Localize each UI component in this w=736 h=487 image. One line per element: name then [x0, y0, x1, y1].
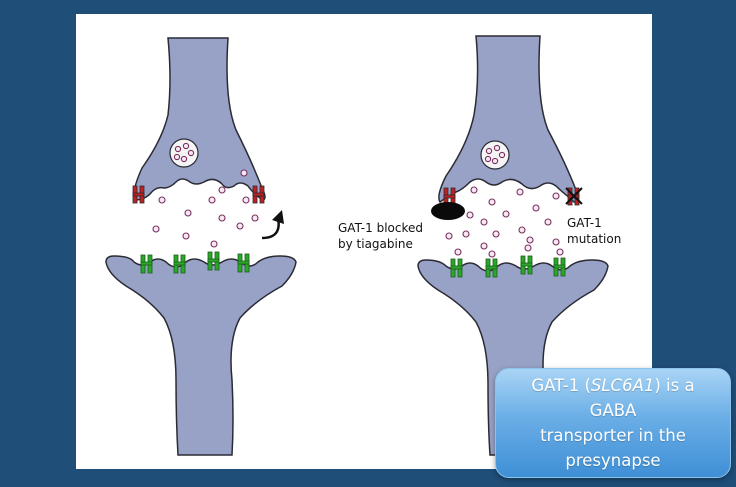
callout-text-part2: ) is a GABA	[589, 376, 695, 420]
mutation-cross-icon	[565, 187, 583, 205]
right-bound-gaba	[454, 244, 564, 258]
tiagabine-label-line2: by tiagabine	[338, 237, 413, 251]
mutation-label-line2: mutation	[567, 232, 621, 246]
right-postsynaptic-neuron	[417, 259, 609, 456]
left-postsynaptic-neuron	[105, 255, 297, 456]
callout-text: GAT-1 (SLC6A1) is a GABA transporter in …	[508, 373, 718, 473]
right-gaba-molecules	[445, 186, 560, 250]
tiagabine-blocker	[431, 202, 465, 220]
left-bound-gaba	[210, 240, 218, 248]
gene-name: SLC6A1	[590, 376, 655, 395]
right-transporter-blocked	[443, 187, 456, 206]
left-synapse	[105, 37, 297, 456]
mutation-label-line1: GAT-1	[567, 216, 602, 230]
right-synapse	[417, 35, 609, 456]
left-transporter-right	[252, 185, 265, 204]
left-receptors	[140, 251, 250, 274]
callout-text-line3: presynapse	[565, 451, 661, 470]
right-presynaptic-terminal	[438, 35, 579, 204]
callout-text-line2: transporter in the	[540, 426, 686, 445]
right-cluster-dots	[484, 144, 506, 165]
tiagabine-label-line1: GAT-1 blocked	[338, 221, 423, 235]
info-callout: GAT-1 (SLC6A1) is a GABA transporter in …	[495, 368, 731, 478]
left-transporter-left	[132, 185, 145, 204]
left-gaba-molecules	[152, 169, 259, 240]
right-receptors	[450, 255, 566, 278]
left-cluster-dots	[173, 142, 195, 163]
callout-text-part1: GAT-1 (	[531, 376, 591, 395]
reuptake-arrowhead	[272, 210, 284, 224]
